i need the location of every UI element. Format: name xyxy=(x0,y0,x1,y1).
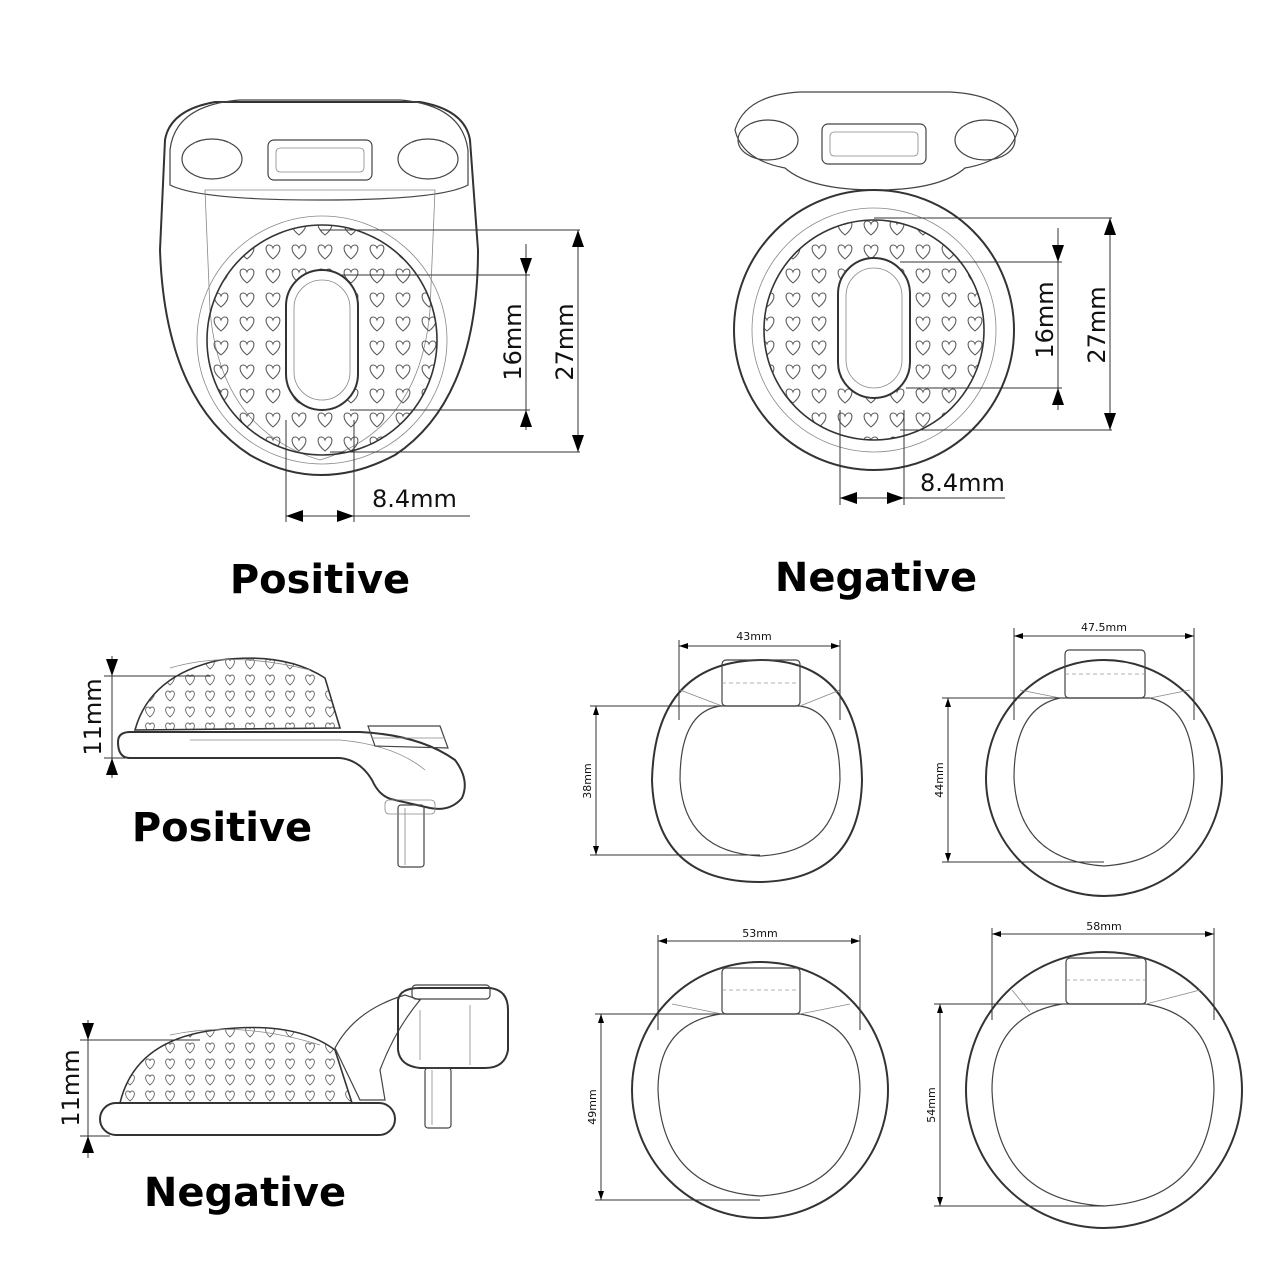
negative-dim-16mm: 16mm xyxy=(1031,281,1059,358)
positive-front-view: 16mm 27mm 8.4mm Positive xyxy=(158,99,584,603)
positive-side-dim-11mm: 11mm xyxy=(79,678,107,755)
positive-side-view: 11mm Positive xyxy=(79,656,466,868)
ring-4: 58mm 54mm xyxy=(925,920,1243,1229)
ring-4-height: 54mm xyxy=(925,1087,938,1122)
negative-side-label: Negative xyxy=(144,1170,346,1216)
positive-dim-27mm: 27mm xyxy=(551,303,579,380)
ring-2-height: 44mm xyxy=(933,762,946,797)
positive-side-label: Positive xyxy=(132,805,312,851)
ring-3-height: 49mm xyxy=(586,1089,599,1124)
ring-1-width: 43mm xyxy=(736,630,771,643)
ring-3-width: 53mm xyxy=(742,927,777,940)
negative-side-dim-11mm: 11mm xyxy=(57,1049,85,1126)
ring-3: 53mm 49mm xyxy=(586,927,889,1219)
ring-1-height: 38mm xyxy=(581,763,594,798)
ring-2: 47.5mm 44mm xyxy=(933,621,1223,897)
negative-top-label: Negative xyxy=(775,555,977,601)
negative-dim-27mm: 27mm xyxy=(1083,286,1111,363)
negative-side-view: 11mm Negative xyxy=(57,984,509,1216)
negative-front-view: 16mm 27mm 8.4mm Negative xyxy=(733,91,1116,601)
positive-dim-8-4mm: 8.4mm xyxy=(372,485,457,513)
negative-dim-8-4mm: 8.4mm xyxy=(920,469,1005,497)
ring-2-width: 47.5mm xyxy=(1081,621,1127,634)
positive-top-label: Positive xyxy=(230,557,410,603)
positive-dim-16mm: 16mm xyxy=(499,303,527,380)
ring-1: 43mm 38mm xyxy=(581,630,864,884)
ring-4-width: 58mm xyxy=(1086,920,1121,933)
